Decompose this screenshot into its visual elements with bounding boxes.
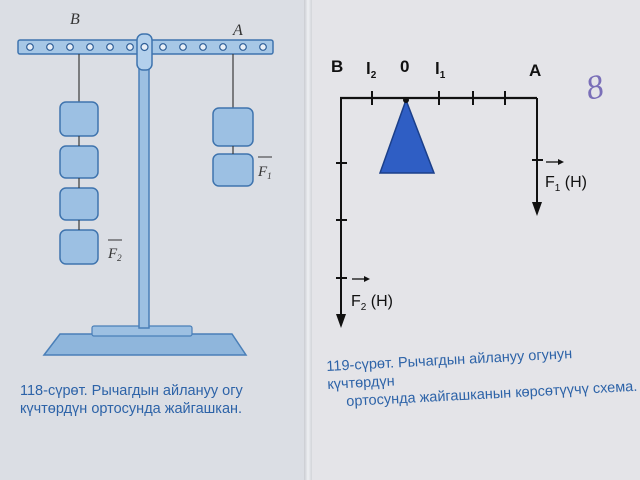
force-f2-label-119: F2 (H) [351, 293, 393, 313]
force-f2-label-118: F2 [107, 246, 122, 263]
label-a-119: A [529, 61, 541, 80]
page-fold [304, 0, 312, 480]
pivot-block [136, 33, 153, 71]
beam-holes [26, 43, 267, 51]
label-l2: l2 [366, 59, 377, 81]
lever-balance-drawing: B A F1 F2 [17, 11, 274, 356]
right-weights [212, 107, 254, 187]
pivot-triangle [378, 97, 436, 174]
balance-stand [138, 55, 150, 329]
figure-118-panel [0, 0, 308, 480]
left-weights [59, 101, 99, 265]
label-b-118: B [70, 11, 80, 28]
lever-scheme-drawing: B l2 0 l1 A F1 (H) F2 (H) 8 [331, 57, 607, 328]
force-f1-label-119: F1 (H) [545, 174, 587, 194]
label-o: 0 [400, 57, 409, 76]
force-f1-arrowhead [532, 202, 542, 216]
balance-base [42, 333, 248, 356]
margin-note: 8 [583, 68, 607, 108]
caption-118: 118-сүрөт. Рычагдын айлануу огу күчтөрдү… [20, 383, 243, 417]
beam-ticks [371, 91, 506, 105]
label-a-118: A [232, 22, 243, 39]
force-f2-arrowhead [336, 314, 346, 328]
label-l1: l1 [435, 59, 446, 81]
label-b-119: B [331, 57, 343, 76]
figure-119-panel [308, 0, 640, 480]
force-f1-label-118: F1 [257, 164, 272, 181]
pivot-point [403, 97, 409, 103]
pivot-axis [140, 42, 149, 52]
